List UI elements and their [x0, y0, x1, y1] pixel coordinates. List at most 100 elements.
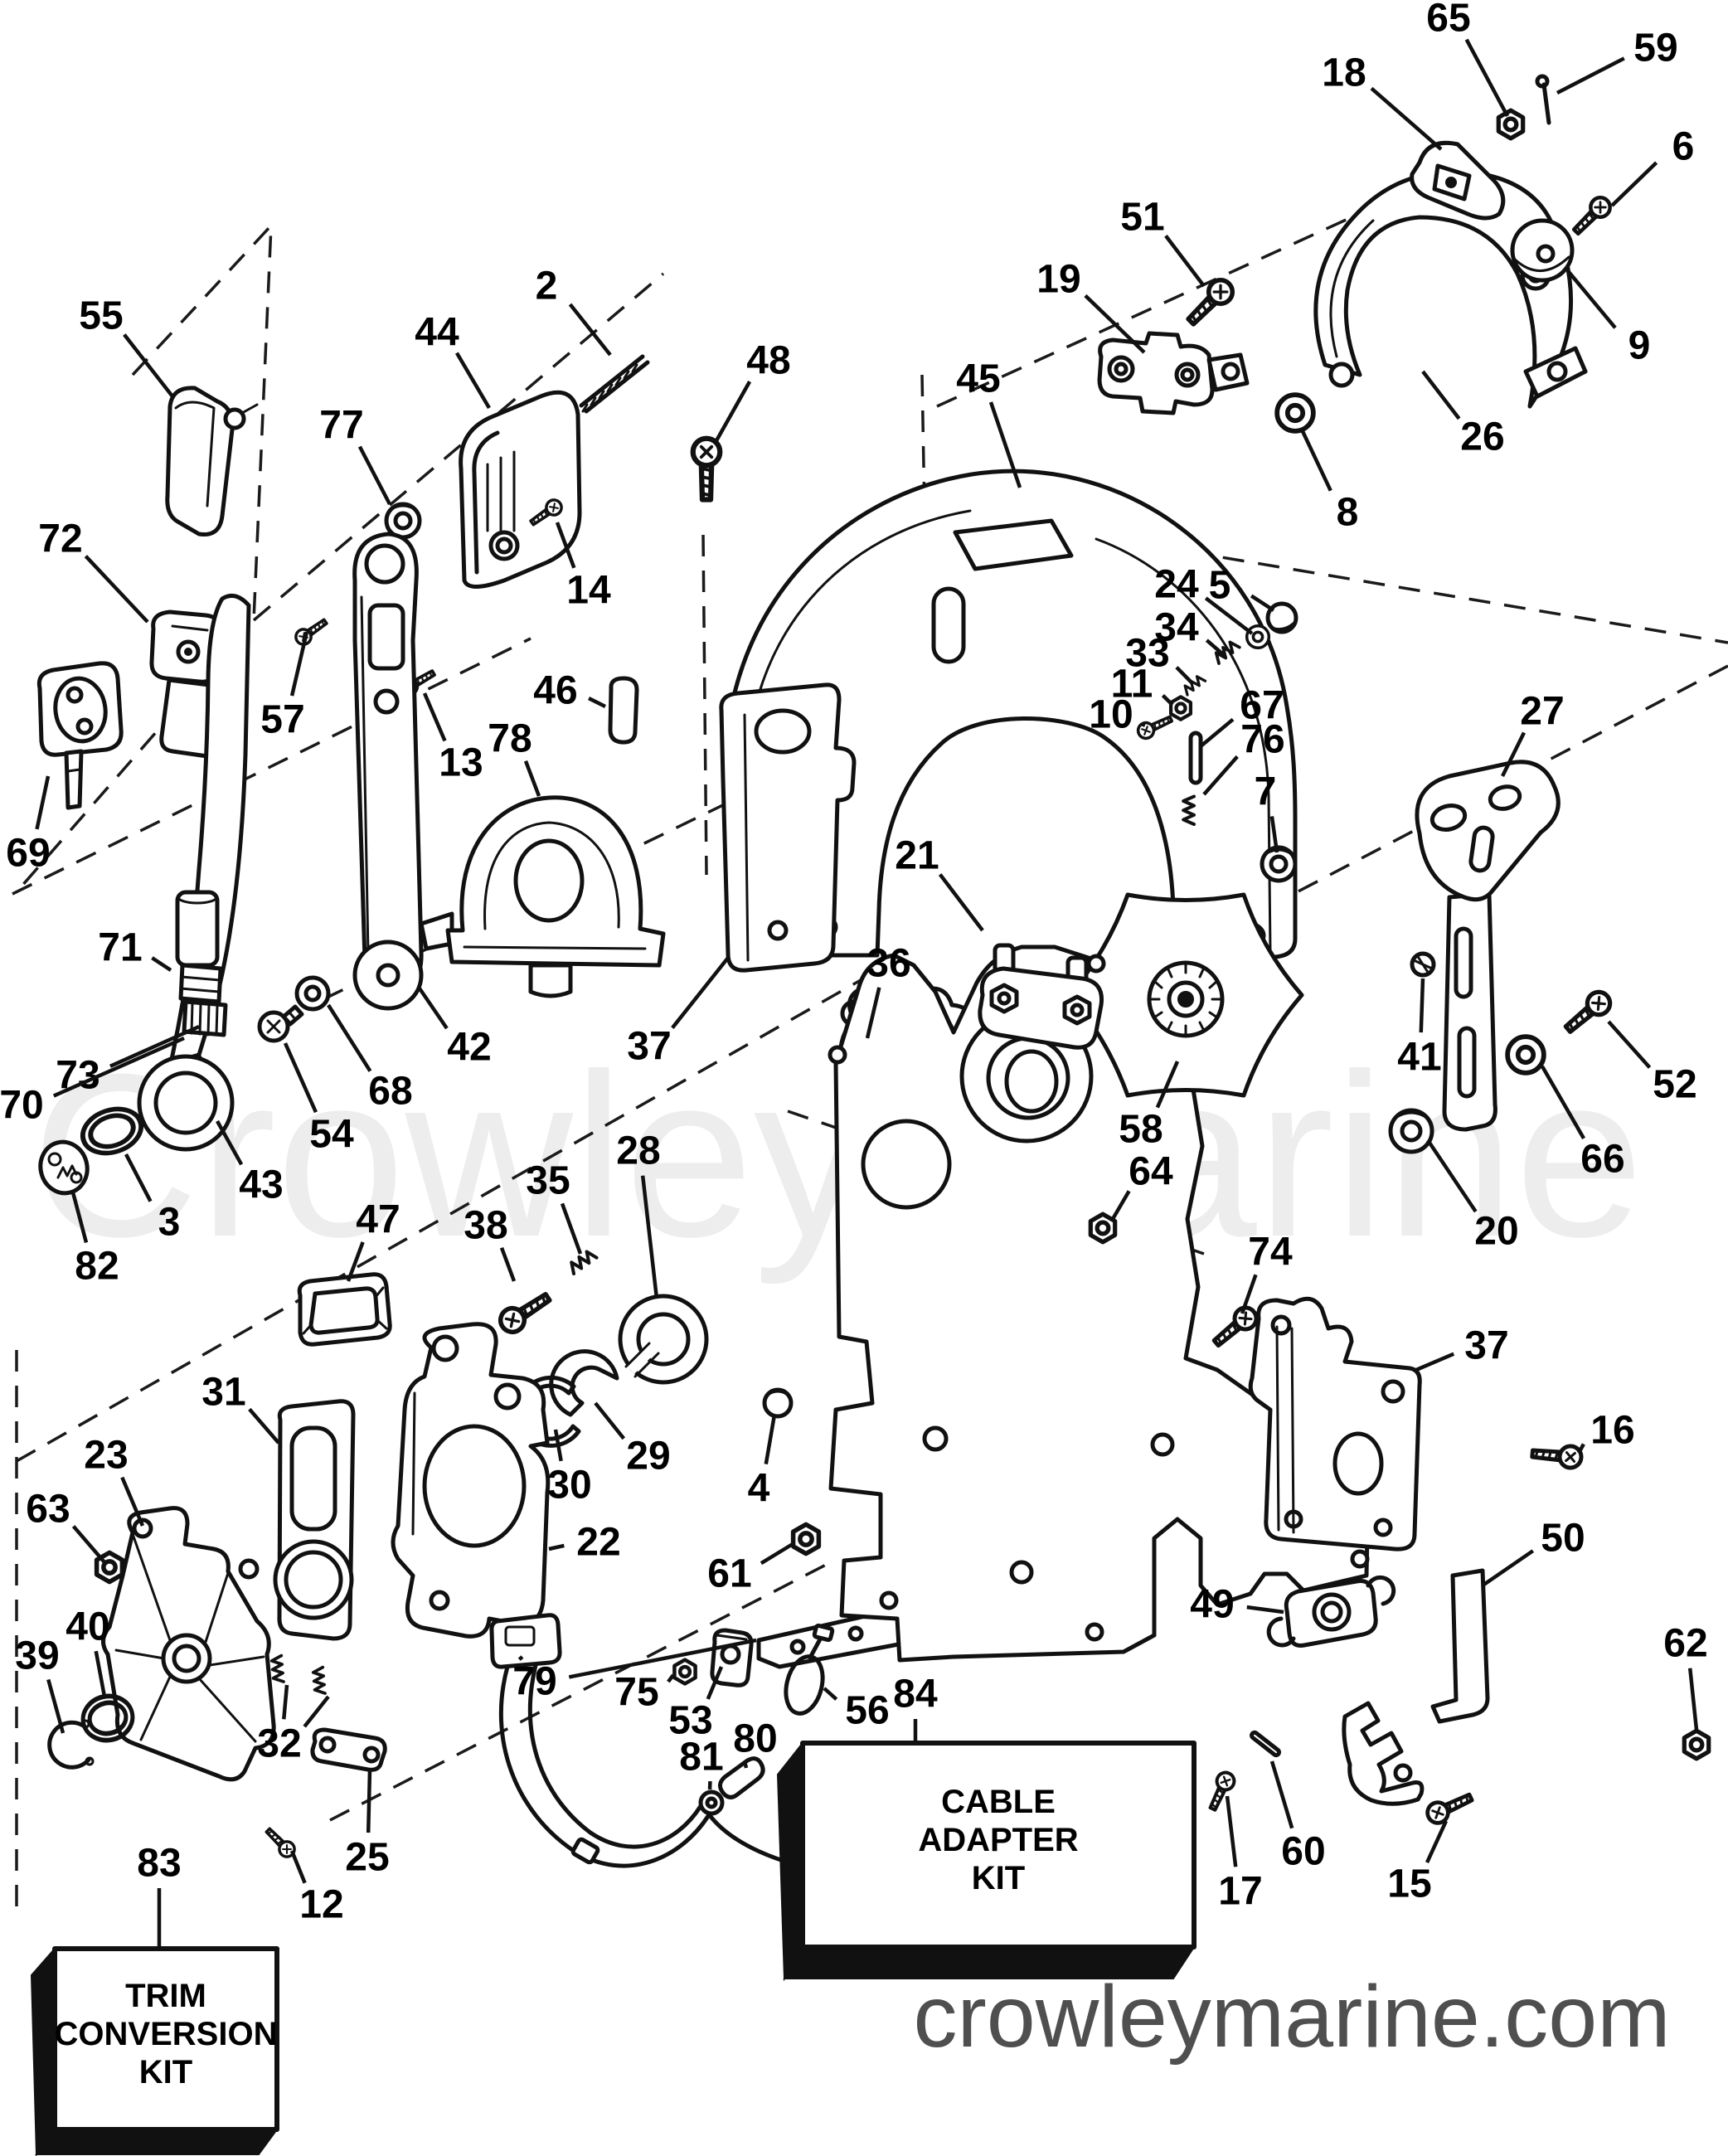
leader-line-49 [1246, 1605, 1284, 1615]
callout-25: 25 [345, 1836, 389, 1880]
part-37-right-bracket [1248, 1296, 1422, 1551]
part-8-washer [1277, 395, 1313, 431]
callout-61: 61 [707, 1552, 751, 1596]
leader-line-21 [938, 873, 984, 932]
part-31-frame [273, 1399, 356, 1641]
part-23-ribbed-bracket [101, 1506, 276, 1782]
callout-29: 29 [626, 1435, 670, 1479]
callout-44: 44 [415, 311, 459, 355]
callout-57: 57 [260, 698, 304, 742]
callout-5: 5 [1209, 564, 1231, 608]
callout-40: 40 [66, 1605, 109, 1649]
part-25-link-plate [310, 1727, 387, 1772]
callout-12: 12 [299, 1883, 343, 1927]
part-2-threaded-rod [579, 354, 650, 414]
leader-line-53 [706, 1666, 724, 1700]
cable-kit-line-2: ADAPTER [918, 1822, 1078, 1858]
part-66-washer [1507, 1037, 1544, 1073]
leader-line-80 [743, 1762, 749, 1769]
part-44-cover [459, 390, 582, 589]
callout-37: 37 [1464, 1324, 1508, 1368]
part-21-link [978, 943, 1106, 1050]
leader-line-32 [303, 1695, 330, 1728]
trim-kit-line-1: TRIM [125, 1978, 206, 2014]
callout-50: 50 [1541, 1517, 1585, 1561]
callout-78: 78 [488, 717, 532, 761]
part-69-key-switch [36, 661, 124, 810]
part-5-ball [1265, 601, 1298, 634]
leader-line-55 [123, 333, 174, 398]
leader-line-5 [1250, 594, 1275, 612]
part-68-washer [297, 978, 328, 1009]
callout-47: 47 [356, 1198, 400, 1242]
part-67-pin [1188, 731, 1203, 785]
leader-line-70 [52, 1036, 185, 1098]
callout-54: 54 [309, 1113, 354, 1157]
leader-line-2 [568, 303, 612, 357]
leader-line-73 [109, 1024, 200, 1068]
part-7-bushing [1260, 845, 1298, 883]
part-24-washer [1245, 624, 1271, 650]
leader-line-16 [1577, 1443, 1585, 1454]
callout-26: 26 [1460, 415, 1504, 459]
cable-kit-line-1: CABLE [941, 1784, 1056, 1820]
callout-65: 65 [1426, 0, 1470, 41]
callout-30: 30 [547, 1464, 591, 1508]
leader-line-52 [1607, 1020, 1652, 1069]
callout-63: 63 [26, 1488, 70, 1532]
leader-line-11 [1161, 694, 1174, 707]
part-4-plug [762, 1387, 794, 1419]
leader-line-28 [640, 1175, 659, 1299]
callout-6: 6 [1672, 125, 1695, 169]
callout-38: 38 [464, 1204, 507, 1248]
leader-line-57 [289, 631, 309, 697]
leader-line-69 [35, 775, 51, 830]
part-37-left-bracket [719, 682, 857, 973]
leader-line-26 [1421, 370, 1461, 420]
part-26-throttle-lever [1313, 169, 1588, 409]
callout-60: 60 [1281, 1830, 1325, 1874]
leader-line-56 [823, 1687, 838, 1701]
leader-line-44 [454, 352, 491, 410]
callout-23: 23 [84, 1434, 128, 1478]
leader-line-22 [548, 1543, 565, 1551]
callout-80: 80 [733, 1717, 777, 1761]
callout-76: 76 [1240, 718, 1284, 762]
callout-84: 84 [893, 1673, 938, 1717]
callout-15: 15 [1387, 1862, 1431, 1906]
leader-line-40 [94, 1650, 107, 1697]
trim-kit-line-2: CONVERSION [55, 2016, 278, 2052]
part-49-cable-clamp [1266, 1575, 1396, 1648]
cable-adapter-kit-box: CABLE ADAPTER KIT [776, 1741, 1196, 1982]
part-11-nut [1171, 697, 1191, 719]
part-58-cam-wheel [1067, 892, 1304, 1098]
callout-64: 64 [1129, 1150, 1173, 1194]
leader-line-77 [357, 445, 391, 506]
leader-line-39 [46, 1678, 66, 1734]
leader-line-29 [594, 1401, 626, 1440]
part-46-plug [608, 676, 639, 745]
leader-line-62 [1687, 1668, 1699, 1731]
callout-4: 4 [748, 1467, 770, 1511]
leader-line-47 [346, 1241, 365, 1282]
leader-line-65 [1464, 38, 1509, 118]
part-39-snap-ring [47, 1719, 95, 1770]
part-28-split-collar [618, 1294, 709, 1385]
callout-77: 77 [319, 404, 363, 448]
part-78-bearing-housing [419, 795, 666, 998]
leader-line-71 [151, 956, 172, 972]
callout-68: 68 [368, 1070, 412, 1114]
leader-line-4 [764, 1414, 777, 1465]
part-71-73-shaft-couplers [175, 890, 228, 1037]
leader-line-17 [1225, 1795, 1238, 1867]
leader-line-74 [1240, 1274, 1258, 1314]
leader-line-6 [1610, 161, 1658, 207]
callout-32: 32 [257, 1722, 301, 1766]
callout-49: 49 [1190, 1583, 1234, 1627]
leader-line-35 [560, 1202, 583, 1255]
trim-kit-line-3: KIT [139, 2054, 192, 2090]
leader-line-25 [366, 1769, 372, 1833]
callout-22: 22 [576, 1521, 620, 1565]
